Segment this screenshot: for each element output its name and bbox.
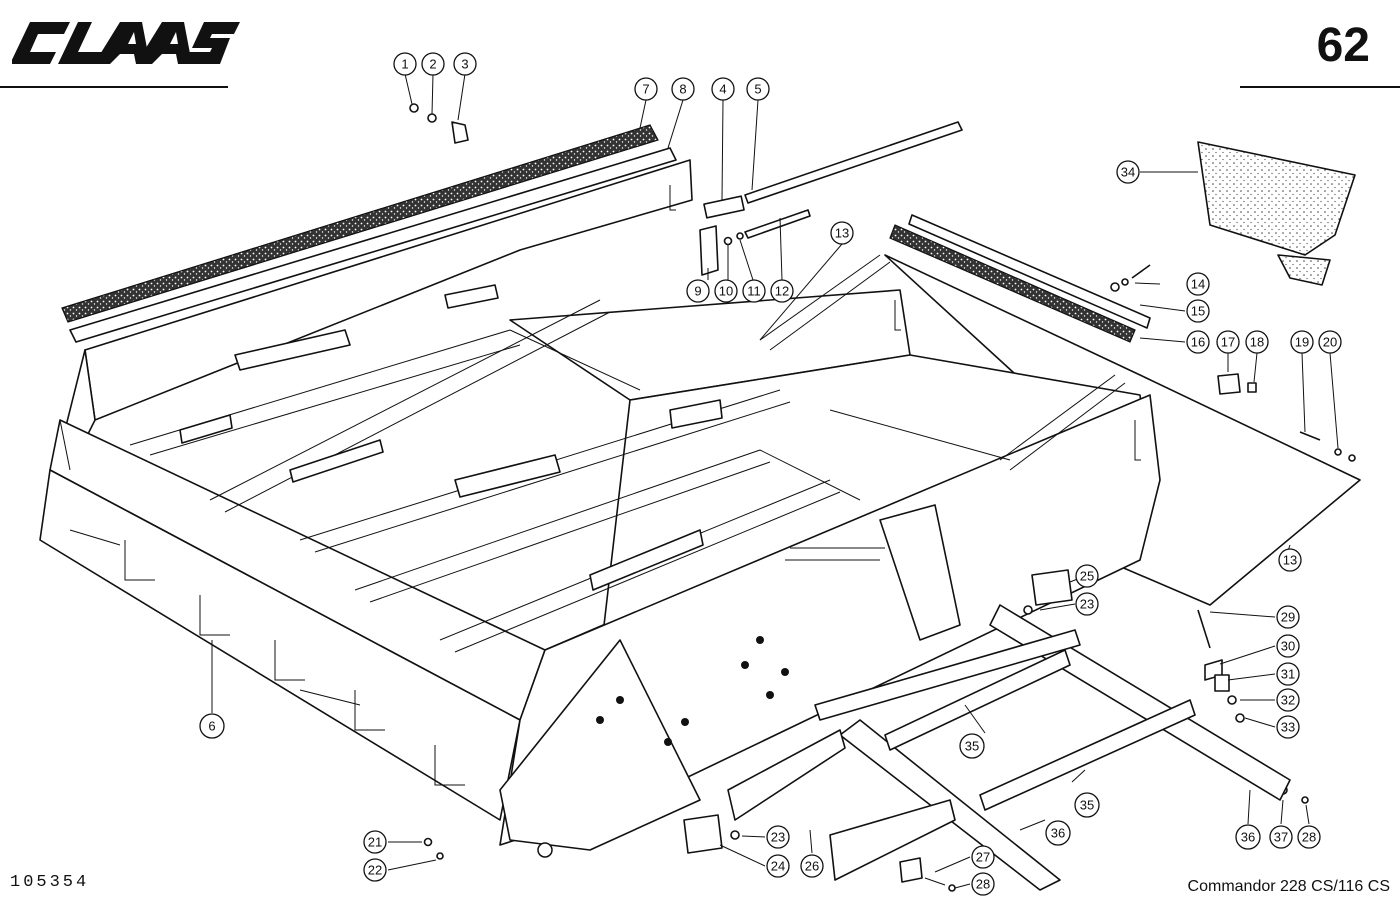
svg-text:25: 25 <box>1080 569 1094 584</box>
callout-22: 22 <box>363 858 387 882</box>
callout-27: 27 <box>971 845 995 869</box>
svg-text:27: 27 <box>976 850 990 865</box>
svg-text:21: 21 <box>368 835 382 850</box>
svg-text:16: 16 <box>1191 335 1205 350</box>
svg-text:2: 2 <box>429 57 436 72</box>
svg-text:36: 36 <box>1241 830 1255 845</box>
svg-text:11: 11 <box>747 284 761 299</box>
deflector-plate <box>1197 141 1356 256</box>
svg-text:10: 10 <box>719 284 733 299</box>
callout-32: 32 <box>1276 688 1300 712</box>
callout-23-lower: 23 <box>766 825 790 849</box>
claas-logo <box>12 22 240 64</box>
svg-text:1: 1 <box>401 57 408 72</box>
callout-25: 25 <box>1075 564 1099 588</box>
callout-13-right: 13 <box>1278 548 1302 572</box>
callout-17: 17 <box>1216 330 1240 354</box>
svg-text:9: 9 <box>694 284 701 299</box>
svg-text:14: 14 <box>1191 277 1205 292</box>
svg-text:35: 35 <box>965 739 979 754</box>
callout-20: 20 <box>1318 330 1342 354</box>
callout-36-center: 36 <box>1045 820 1071 846</box>
page-number: 62 <box>1316 19 1370 72</box>
leader-lines <box>211 73 1339 889</box>
wear-strip <box>61 124 659 323</box>
callout-16: 16 <box>1186 330 1210 354</box>
header-rule-right <box>1240 86 1400 88</box>
svg-text:15: 15 <box>1191 304 1205 319</box>
svg-text:36: 36 <box>1051 826 1065 841</box>
svg-text:24: 24 <box>771 859 785 874</box>
svg-text:31: 31 <box>1281 667 1295 682</box>
callout-23-right: 23 <box>1075 592 1099 616</box>
callout-14: 14 <box>1186 272 1210 296</box>
svg-text:18: 18 <box>1250 335 1264 350</box>
header-rule-left <box>0 86 228 88</box>
callout-15: 15 <box>1186 299 1210 323</box>
svg-text:34: 34 <box>1121 165 1135 180</box>
callout-2: 2 <box>421 52 445 76</box>
wear-strip-right <box>889 224 1136 343</box>
callout-29: 29 <box>1276 605 1300 629</box>
callout-4: 4 <box>711 77 735 101</box>
callout-7: 7 <box>634 77 658 101</box>
callout-1: 1 <box>393 52 417 76</box>
svg-text:32: 32 <box>1281 693 1295 708</box>
callout-5: 5 <box>746 77 770 101</box>
callout-35-right: 35 <box>1074 792 1100 818</box>
callout-9: 9 <box>686 279 710 303</box>
rod-assembly <box>699 121 963 276</box>
callout-18: 18 <box>1245 330 1269 354</box>
support-frame <box>683 569 1291 892</box>
callout-30: 30 <box>1276 634 1300 658</box>
callout-36-right: 36 <box>1235 824 1261 850</box>
svg-text:17: 17 <box>1221 335 1235 350</box>
callout-31: 31 <box>1276 662 1300 686</box>
svg-text:13: 13 <box>1283 553 1297 568</box>
callout-37: 37 <box>1269 825 1293 849</box>
svg-text:8: 8 <box>679 82 686 97</box>
svg-text:26: 26 <box>805 859 819 874</box>
svg-text:7: 7 <box>642 82 649 97</box>
svg-text:22: 22 <box>368 863 382 878</box>
svg-text:30: 30 <box>1281 639 1295 654</box>
callout-19: 19 <box>1290 330 1314 354</box>
svg-text:6: 6 <box>208 719 215 734</box>
callout-10: 10 <box>714 279 738 303</box>
callout-8: 8 <box>671 77 695 101</box>
drawing-reference-number: 105354 <box>10 873 90 892</box>
callout-11: 11 <box>742 279 766 303</box>
svg-text:29: 29 <box>1281 610 1295 625</box>
callout-34: 34 <box>1116 160 1140 184</box>
callout-24: 24 <box>766 854 790 878</box>
callout-33: 33 <box>1276 715 1300 739</box>
svg-text:28: 28 <box>976 877 990 892</box>
svg-text:23: 23 <box>771 830 785 845</box>
svg-text:23: 23 <box>1080 597 1094 612</box>
callout-3: 3 <box>453 52 477 76</box>
svg-text:33: 33 <box>1281 720 1295 735</box>
callout-6: 6 <box>199 713 225 739</box>
svg-text:13: 13 <box>835 226 849 241</box>
main-frame <box>39 159 1361 858</box>
callout-12: 12 <box>770 279 794 303</box>
callout-26: 26 <box>800 854 824 878</box>
svg-text:12: 12 <box>775 284 789 299</box>
model-designation: Commandor 228 CS/116 CS <box>1187 878 1390 895</box>
callout-35-left: 35 <box>959 733 985 759</box>
callout-21: 21 <box>363 830 387 854</box>
callout-13-top: 13 <box>830 221 854 245</box>
svg-text:35: 35 <box>1080 798 1094 813</box>
svg-text:5: 5 <box>754 82 761 97</box>
callout-28-lower: 28 <box>971 872 995 896</box>
svg-text:19: 19 <box>1295 335 1309 350</box>
svg-text:3: 3 <box>461 57 468 72</box>
callout-28-right: 28 <box>1297 825 1321 849</box>
svg-text:20: 20 <box>1323 335 1337 350</box>
svg-text:4: 4 <box>719 82 726 97</box>
svg-text:28: 28 <box>1302 830 1316 845</box>
svg-text:37: 37 <box>1274 830 1288 845</box>
